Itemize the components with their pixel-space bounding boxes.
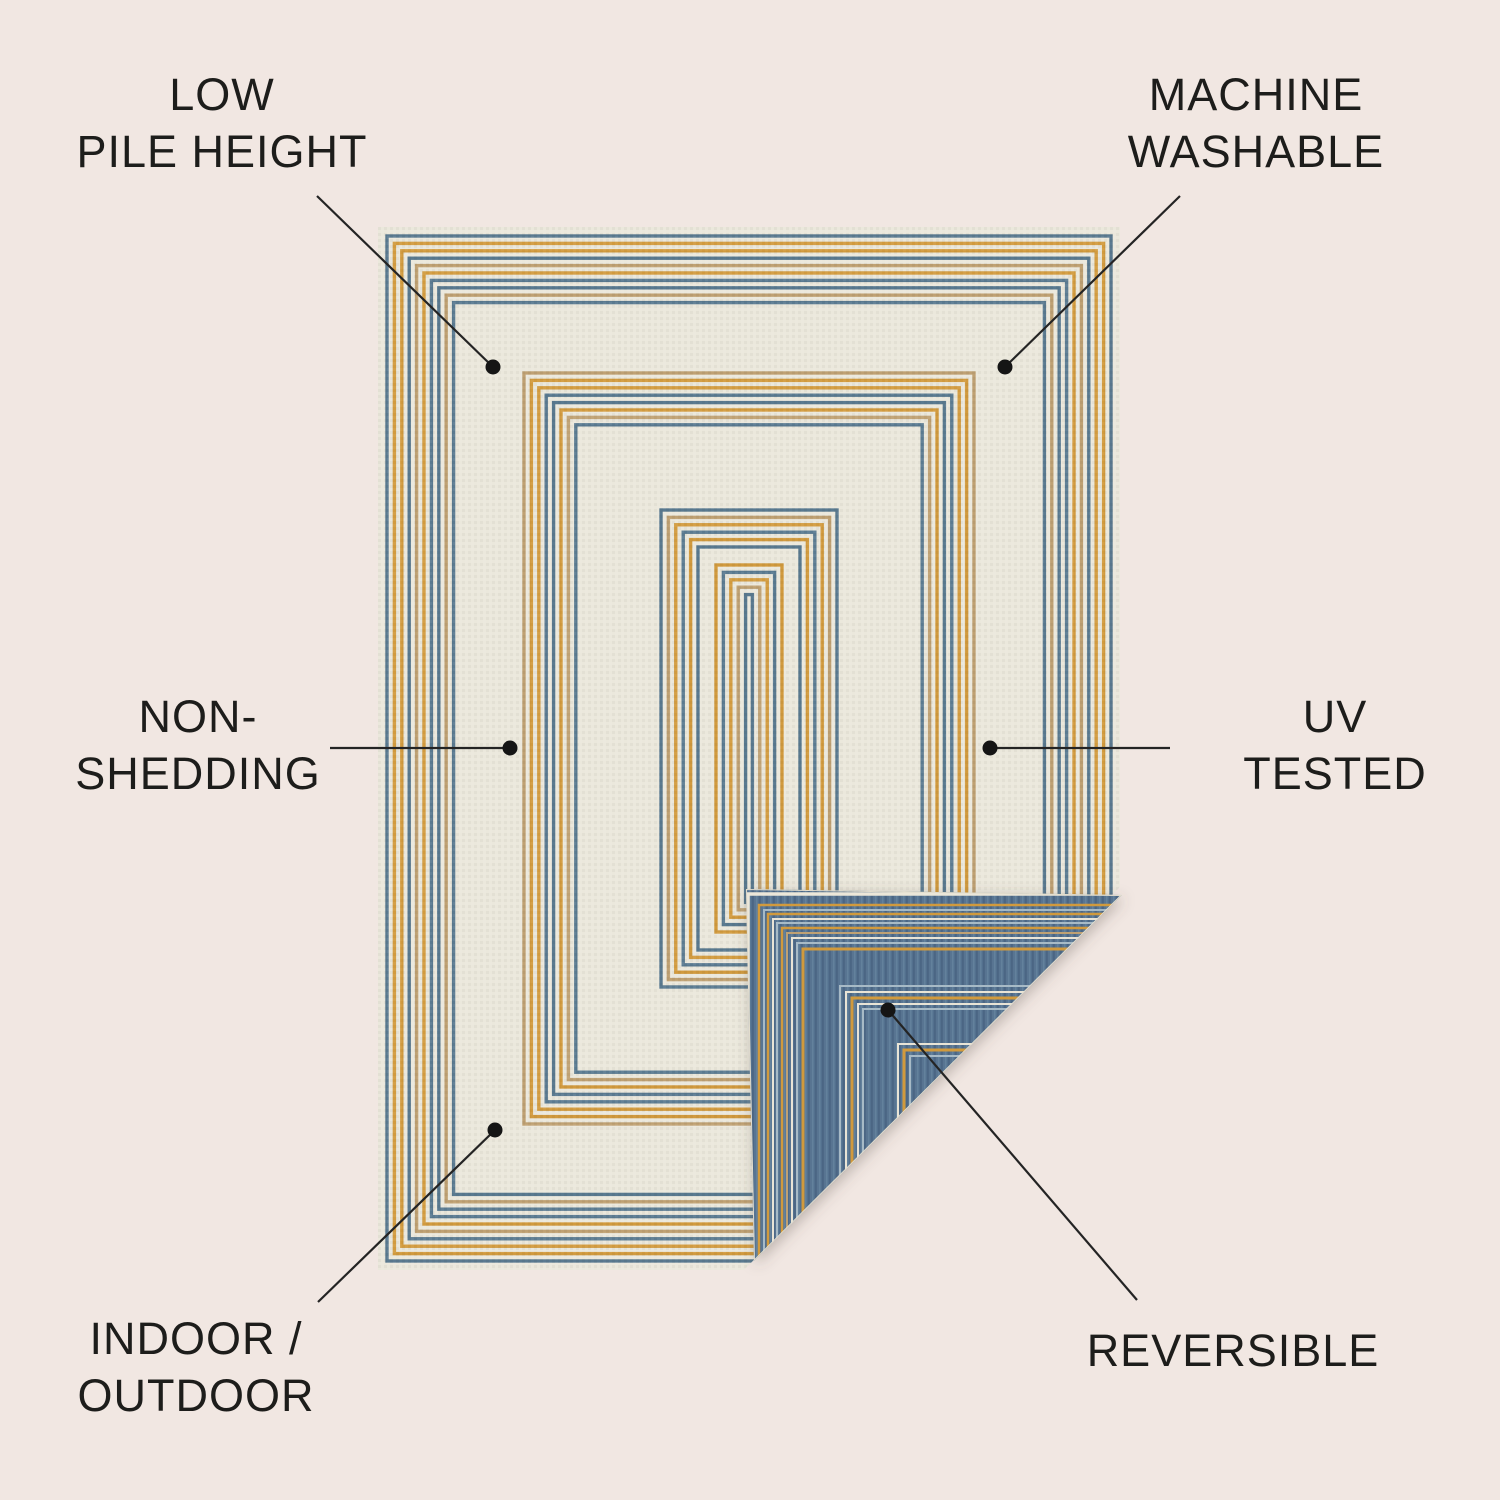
feature-dot-low-pile-height xyxy=(485,359,501,375)
rug-folded-corner xyxy=(746,889,1122,1261)
feature-label-low-pile-height: LOW PILE HEIGHT xyxy=(76,69,368,177)
feature-label-indoor-outdoor: INDOOR / OUTDOOR xyxy=(77,1313,315,1421)
feature-dot-non-shedding xyxy=(502,740,518,756)
leader-line-indoor-outdoor xyxy=(317,1129,496,1303)
callout-lines xyxy=(316,195,1181,1303)
feature-dot-uv-tested xyxy=(982,740,998,756)
feature-label-uv-tested: UV TESTED xyxy=(1243,691,1427,799)
feature-dot-indoor-outdoor xyxy=(487,1122,503,1138)
feature-label-reversible: REVERSIBLE xyxy=(1086,1325,1380,1376)
leader-line-low-pile-height xyxy=(316,195,494,368)
feature-label-machine-washable: MACHINE WASHABLE xyxy=(1127,69,1385,177)
feature-label-non-shedding: NON- SHEDDING xyxy=(75,691,321,799)
rug-back-bound-edge xyxy=(746,889,1122,1261)
feature-dot-machine-washable xyxy=(997,359,1013,375)
callout-dots xyxy=(485,359,1013,1138)
feature-dot-reversible xyxy=(880,1002,896,1018)
leader-line-reversible xyxy=(887,1009,1138,1301)
leader-line-machine-washable xyxy=(1004,195,1181,368)
